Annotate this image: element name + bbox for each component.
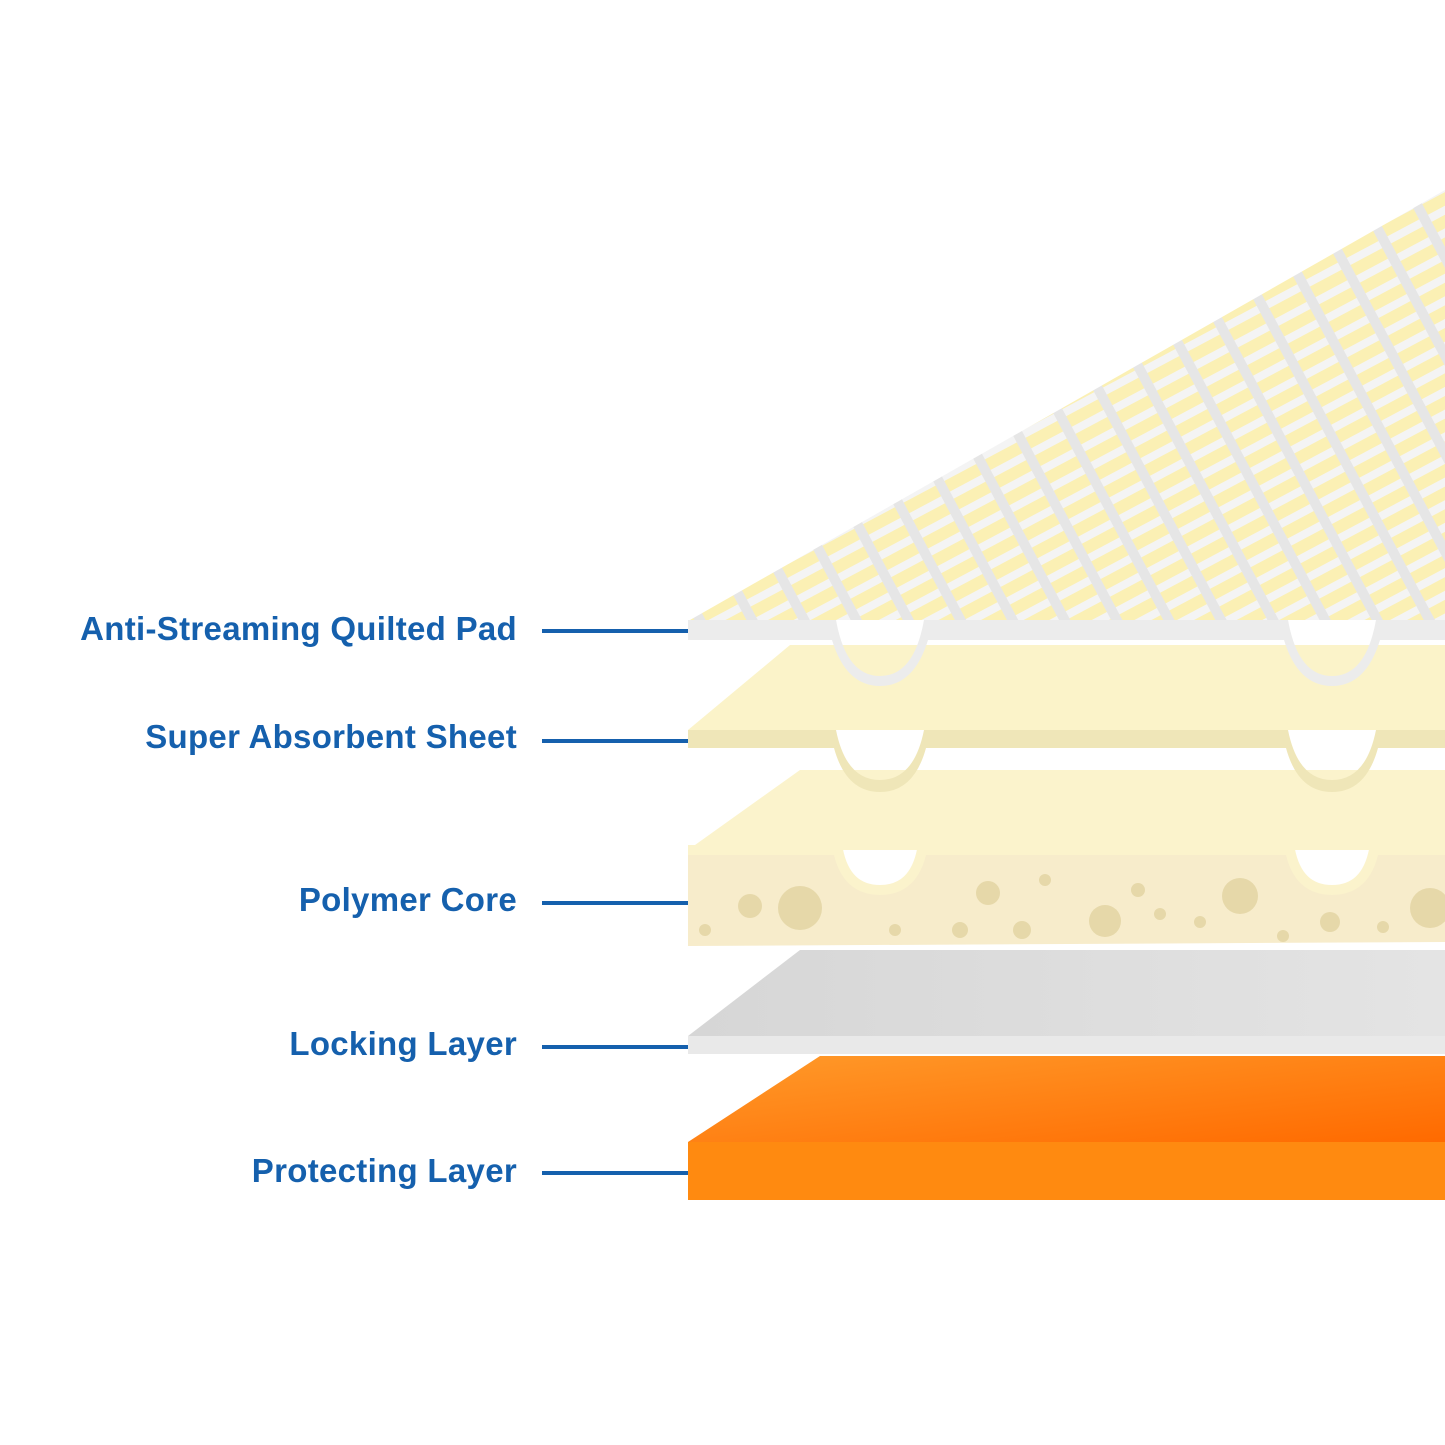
polymer-core — [688, 770, 1445, 946]
locking-layer — [688, 950, 1445, 1054]
polymer-core-side — [688, 850, 1445, 946]
leader-line-protecting-layer — [542, 1171, 688, 1175]
label-protecting-layer: Protecting Layer — [251, 1152, 517, 1189]
polymer-bubble — [778, 886, 822, 930]
polymer-bubble — [1194, 916, 1206, 928]
polymer-bubble — [952, 922, 968, 938]
label-quilted-pad: Anti-Streaming Quilted Pad — [80, 610, 517, 647]
protecting-layer-top — [688, 1056, 1445, 1142]
leader-line-polymer-core — [542, 901, 688, 905]
polymer-bubble — [1277, 930, 1289, 942]
quilted-pad — [688, 190, 1445, 686]
polymer-bubble — [889, 924, 901, 936]
polymer-bubble — [1154, 908, 1166, 920]
polymer-bubble — [1222, 878, 1258, 914]
label-locking-layer: Locking Layer — [289, 1025, 517, 1062]
polymer-bubble — [1320, 912, 1340, 932]
leader-line-locking-layer — [542, 1045, 688, 1049]
polymer-bubble — [1013, 921, 1031, 939]
label-polymer-core: Polymer Core — [298, 881, 517, 918]
leader-line-quilted-pad — [542, 629, 688, 633]
locking-layer-side — [688, 1036, 1445, 1054]
polymer-bubble — [976, 881, 1000, 905]
absorbent-side — [688, 730, 1445, 792]
absorbent-top — [688, 645, 1445, 730]
polymer-bubbles — [699, 874, 1445, 942]
protecting-layer-side — [688, 1142, 1445, 1200]
quilted-pad-edge — [688, 620, 1445, 686]
polymer-core-groove — [688, 845, 1445, 896]
protecting-layer — [688, 1056, 1445, 1200]
super-absorbent-sheet — [688, 645, 1445, 792]
polymer-bubble — [738, 894, 762, 918]
polymer-bubble — [1410, 888, 1445, 928]
locking-layer-top — [688, 950, 1445, 1036]
polymer-bubble — [1131, 883, 1145, 897]
leader-line-super-absorbent-sheet — [542, 739, 688, 743]
polymer-bubble — [1089, 905, 1121, 937]
polymer-bubble — [1039, 874, 1051, 886]
quilted-pad-surface — [690, 190, 1445, 620]
label-super-absorbent-sheet: Super Absorbent Sheet — [145, 718, 517, 755]
polymer-bubble — [699, 924, 711, 936]
polymer-bubble — [1377, 921, 1389, 933]
